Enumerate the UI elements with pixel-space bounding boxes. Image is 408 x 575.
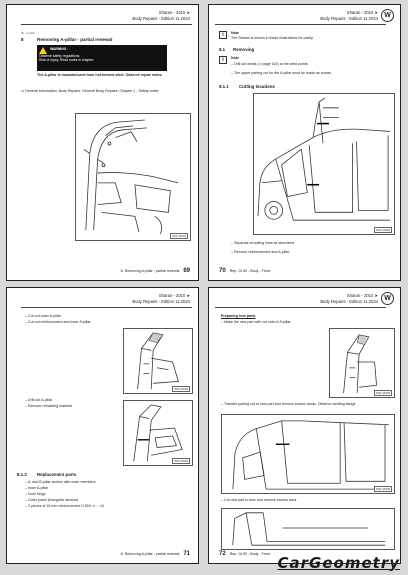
figure-new-part-2: N50-10006: [221, 414, 395, 494]
figure-id: N50-10006: [374, 486, 392, 492]
page-header: Sharan - 2010 ➤ Body Repairs - Edition 1…: [132, 293, 190, 304]
page-header: Sharan - 2010 ➤ Body Repairs - Edition 1…: [320, 10, 378, 21]
header-model: Sharan - 2010 ➤: [346, 293, 378, 298]
page-number: 70: [219, 268, 226, 274]
figure-id: N50-10004: [172, 458, 190, 464]
document-page-71: Sharan - 2010 ➤ Body Repairs - Edition 1…: [6, 287, 199, 564]
step-line: Transfer parting cut to new part and rem…: [221, 402, 391, 407]
step-line: Make the new part with cut outs of A-pil…: [221, 320, 391, 325]
pillar-cut-drawing: [133, 404, 183, 462]
figure-id: N50-10005: [374, 390, 392, 396]
note-label: Note: [231, 31, 239, 35]
header-rule: [215, 24, 386, 25]
section-number: 8.1.2: [17, 472, 27, 477]
section-number: 8.1: [219, 47, 226, 52]
section-number: 8.1.1: [219, 84, 229, 89]
header-model: Sharan - 2010 ➤: [346, 10, 378, 15]
warning-box: WARNING Observe safety regulations. Risk…: [37, 45, 167, 71]
warning-line: Risk of injury. Read notes in chapter.: [39, 58, 94, 63]
page-footer: 8. Removing A-pillar - partial renewal 6…: [121, 268, 190, 274]
document-page-69: Sharan - 2010 ➤ Body Repairs - Edition 1…: [6, 4, 199, 281]
header-rule: [21, 307, 192, 308]
step-line: Remove reinforcement and A-pillar.: [231, 250, 391, 255]
header-subtitle: Body Repairs - Edition 11.2024: [132, 15, 190, 21]
figure-new-part-3: [221, 508, 395, 550]
page-footer: 72 Rep. Gr.50 - Body - Front: [219, 551, 270, 557]
figure-id: N50-10003: [172, 386, 190, 392]
footer-text: Rep. Gr.50 - Body - Front: [229, 552, 271, 556]
header-model: Sharan - 2010 ➤: [158, 10, 190, 15]
document-page-70: Sharan - 2010 ➤ Body Repairs - Edition 1…: [208, 4, 401, 281]
footer-text: 8. Removing A-pillar - partial renewal: [120, 552, 180, 556]
parts-item: Outer panel (triangular window): [25, 498, 78, 503]
page-footer: 70 Rep. Gr.50 - Body - Front: [219, 268, 270, 274]
page-number: 69: [183, 268, 190, 274]
footer-text: 8. Removing A-pillar - partial renewal: [120, 269, 180, 273]
figure-id: N50-10002: [374, 227, 392, 233]
header-rule: [215, 307, 386, 308]
step-line: Drill out A-pillar.: [25, 398, 53, 403]
figure-a-pillar-side: N50-10001: [75, 113, 191, 241]
footer-text: Rep. Gr.50 - Body - Front: [229, 269, 271, 273]
page-number: 71: [183, 551, 190, 557]
warning-triangle-icon: [39, 47, 47, 54]
page-number: 72: [219, 551, 226, 557]
parts-item: A- and B-pillar section with outer membe…: [25, 480, 96, 485]
body-side-drawing: [232, 420, 389, 490]
vw-logo-icon: W: [381, 292, 394, 305]
info-line: The A-pillar is manufactured from hot-fo…: [37, 73, 163, 77]
step-line: Cut new part to size and remove excess a…: [221, 498, 391, 503]
parts-item: 2 pieces of 16 mm reinforcement D 500 ⇒ …: [25, 504, 185, 509]
note-label: Note: [231, 56, 239, 60]
parts-item: Door hinge: [25, 492, 46, 497]
note-line: Drill out welds (⇒ page 162) at the weld…: [231, 62, 391, 67]
section-title: Removing A-pillar - partial renewal: [37, 37, 113, 42]
note-icon: i: [219, 56, 227, 64]
parts-item: Inner A-pillar: [25, 486, 48, 491]
vw-logo-icon: W: [381, 9, 394, 22]
figure-cutting-locations: N50-10002: [253, 93, 395, 235]
cargeometry-watermark-logo: CarGeometry: [277, 554, 400, 572]
vehicle-body-drawing: [257, 97, 391, 221]
section-index-label: 50 - A-pillar: [21, 31, 36, 35]
warning-title: WARNING: [49, 47, 67, 51]
header-subtitle: Body Repairs - Edition 11.2024: [132, 298, 190, 304]
document-page-72: Sharan - 2010 ➤ Body Repairs - Edition 1…: [208, 287, 401, 564]
note-text: The Sharan is shown in these illustratio…: [231, 36, 314, 40]
note-icon: i: [219, 31, 227, 39]
figure-pillar-cut-2: N50-10004: [123, 400, 193, 466]
step-line: Separate at cutting lines as described.: [231, 241, 391, 246]
header-subtitle: Body Repairs - Edition 11.2024: [320, 298, 378, 304]
page-header: Sharan - 2010 ➤ Body Repairs - Edition 1…: [320, 293, 378, 304]
warning-line: Observe safety regulations.: [39, 54, 81, 58]
a-pillar-drawing: [83, 119, 179, 235]
header-rule: [21, 24, 192, 25]
pillar-cut-drawing: [137, 332, 179, 390]
sub-heading: Preparing new parts: [221, 314, 256, 318]
figure-pillar-cut-1: N50-10003: [123, 328, 193, 394]
step-line: Cut out reinforcement and inner A-pillar…: [25, 320, 91, 325]
reference-text: ⇒ General information; Body Repairs; Gen…: [21, 89, 159, 93]
page-footer: 8. Removing A-pillar - partial renewal 7…: [121, 551, 190, 557]
section-number: 8: [21, 37, 24, 42]
step-line: Remove remaining material.: [25, 404, 73, 409]
figure-id: N50-10001: [170, 233, 188, 239]
section-title: Cutting locations: [239, 84, 275, 89]
page-header: Sharan - 2010 ➤ Body Repairs - Edition 1…: [132, 10, 190, 21]
figure-new-part-1: N50-10005: [329, 328, 395, 398]
sill-drawing: [232, 512, 386, 546]
step-line: Cut out outer A-pillar.: [25, 314, 62, 319]
header-subtitle: Body Repairs - Edition 11.2024: [320, 15, 378, 21]
note-line: The upper parting cut for the A-pillar m…: [231, 71, 391, 76]
section-title: Replacement parts: [37, 472, 77, 477]
section-title: Removing: [233, 47, 255, 52]
header-model: Sharan - 2010 ➤: [158, 293, 190, 298]
new-part-drawing: [343, 334, 377, 394]
